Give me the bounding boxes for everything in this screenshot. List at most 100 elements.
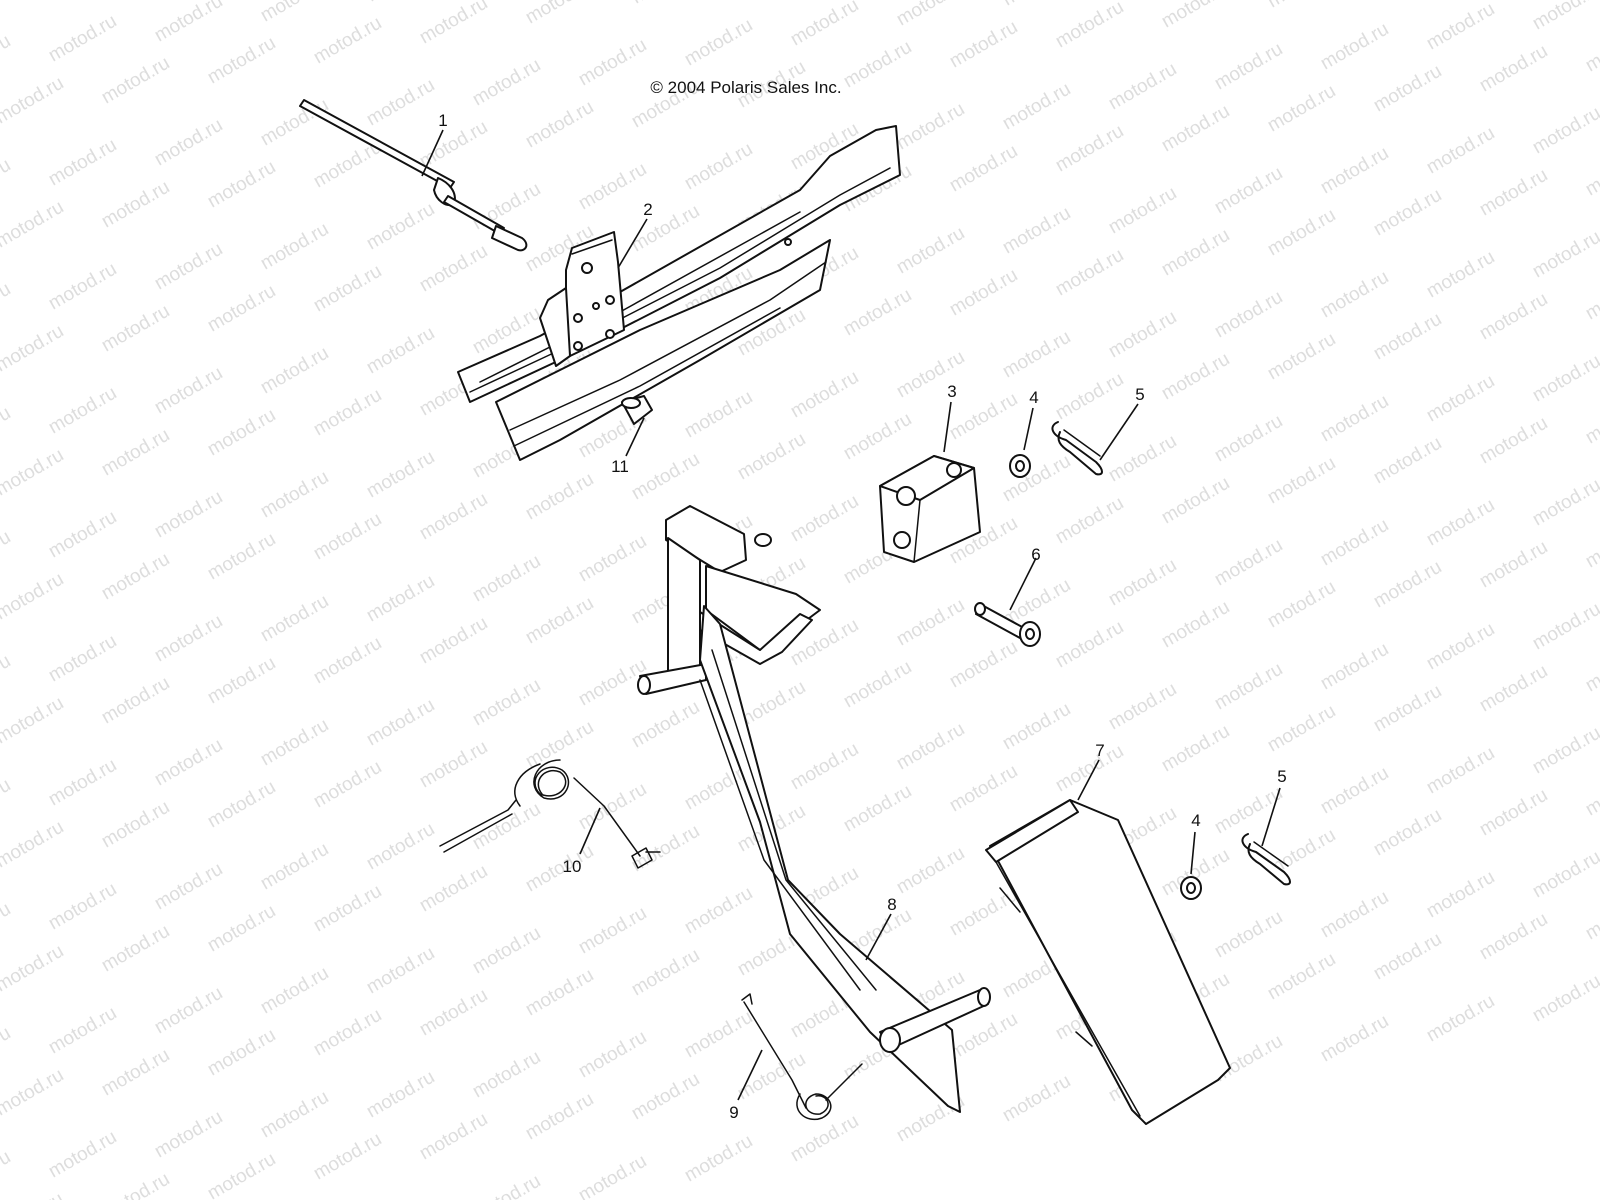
- watermark-text: motod.ru: [1370, 557, 1445, 613]
- watermark-text: motod.ru: [469, 799, 544, 855]
- watermark-text: motod.ru: [946, 637, 1021, 693]
- watermark-text: motod.ru: [1264, 329, 1339, 385]
- watermark-text: motod.ru: [999, 79, 1074, 135]
- watermark-text: motod.ru: [1105, 183, 1180, 239]
- watermark-text: motod.ru: [1423, 743, 1498, 799]
- watermark-text: motod.ru: [575, 35, 650, 91]
- watermark-text: motod.ru: [151, 363, 226, 419]
- watermark-text: motod.ru: [0, 1147, 14, 1200]
- watermark-text: motod.ru: [1105, 59, 1180, 115]
- callout-numbers: 1 2 3 4 5 6 7 4 5 8 9 10 11: [438, 111, 1286, 1122]
- watermark-text: motod.ru: [0, 693, 67, 749]
- watermark-text: motod.ru: [787, 739, 862, 795]
- watermark-text: motod.ru: [45, 259, 120, 315]
- watermark-text: motod.ru: [1529, 847, 1600, 903]
- watermark-text: motod.ru: [1476, 413, 1551, 469]
- watermark-text: motod.ru: [257, 467, 332, 523]
- watermark-text: motod.ru: [416, 985, 491, 1041]
- watermark-text: motod.ru: [1476, 785, 1551, 841]
- watermark-text: motod.ru: [151, 239, 226, 295]
- watermark-text: motod.ru: [893, 347, 968, 403]
- part-7-pedal-pad[interactable]: [985, 799, 1231, 1125]
- part-9-spring[interactable]: [741, 993, 863, 1121]
- watermark-text: motod.ru: [1264, 453, 1339, 509]
- part-11-nut[interactable]: [621, 395, 653, 425]
- watermark-text: motod.ru: [681, 1131, 756, 1187]
- watermark-text: motod.ru: [681, 139, 756, 195]
- watermark-text: motod.ru: [0, 0, 67, 4]
- leader-lines: [421, 129, 1281, 1101]
- callout-3: 3: [947, 382, 956, 401]
- watermark-text: motod.ru: [0, 1023, 14, 1079]
- watermark-text: motod.ru: [0, 1189, 67, 1200]
- part-3-block[interactable]: [879, 455, 981, 563]
- watermark-text: motod.ru: [1529, 971, 1600, 1027]
- part-1-cable[interactable]: [299, 99, 528, 252]
- watermark-text: motod.ru: [1317, 515, 1392, 571]
- watermark-text: motod.ru: [0, 321, 67, 377]
- watermark-text: motod.ru: [45, 1127, 120, 1183]
- watermark-text: motod.ru: [469, 551, 544, 607]
- watermark-text: motod.ru: [893, 719, 968, 775]
- watermark-text: motod.ru: [522, 717, 597, 773]
- watermark-text: motod.ru: [840, 657, 915, 713]
- watermark-text: motod.ru: [1476, 909, 1551, 965]
- watermark-text: motod.ru: [151, 0, 226, 46]
- watermark-text: motod.ru: [98, 673, 173, 729]
- watermark-text: motod.ru: [257, 219, 332, 275]
- part-6-bolt[interactable]: [974, 602, 1041, 647]
- watermark-text: motod.ru: [522, 469, 597, 525]
- part-2-frame-bracket[interactable]: [457, 125, 901, 461]
- part-4-washer-lower[interactable]: [1180, 876, 1202, 900]
- watermark-text: motod.ru: [98, 301, 173, 357]
- watermark-text: motod.ru: [45, 11, 120, 67]
- watermark-text: motod.ru: [416, 861, 491, 917]
- watermark-text: motod.ru: [522, 593, 597, 649]
- watermark-text: motod.ru: [204, 529, 279, 585]
- watermark-text: motod.ru: [0, 899, 14, 955]
- watermark-text: motod.ru: [1529, 475, 1600, 531]
- watermark-text: motod.ru: [0, 197, 67, 253]
- watermark-text: motod.ru: [1370, 185, 1445, 241]
- watermark-text: motod.ru: [257, 1087, 332, 1143]
- watermark-text: motod.ru: [98, 425, 173, 481]
- watermark-text: motod.ru: [363, 75, 438, 131]
- watermark-text: motod.ru: [257, 343, 332, 399]
- part-5-clip-lower[interactable]: [1241, 833, 1291, 886]
- watermark-text: motod.ru: [1264, 949, 1339, 1005]
- watermark-text: motod.ru: [151, 611, 226, 667]
- watermark-text: motod.ru: [416, 737, 491, 793]
- watermark-text: motod.ru: [1423, 867, 1498, 923]
- watermark-text: motod.ru: [0, 31, 14, 87]
- watermark-text: motod.ru: [45, 383, 120, 439]
- watermark-text: motod.ru: [257, 591, 332, 647]
- part-10-spring[interactable]: [439, 759, 661, 869]
- watermark-text: motod.ru: [1105, 555, 1180, 611]
- watermark-text: motod.ru: [1211, 535, 1286, 591]
- watermark-text: motod.ru: [204, 157, 279, 213]
- watermark-text: motod.ru: [204, 777, 279, 833]
- watermark-text: motod.ru: [1317, 1011, 1392, 1067]
- callout-5-lower: 5: [1277, 767, 1286, 786]
- watermark-text: motod.ru: [1211, 907, 1286, 963]
- callout-4-lower: 4: [1191, 811, 1200, 830]
- callout-9: 9: [729, 1103, 738, 1122]
- watermark-text: motod.ru: [204, 901, 279, 957]
- watermark-text: motod.ru: [363, 819, 438, 875]
- watermark-text: motod.ru: [310, 261, 385, 317]
- watermark-text: motod.ru: [1529, 103, 1600, 159]
- watermark-text: motod.ru: [151, 859, 226, 915]
- watermark-text: motod.ru: [681, 1007, 756, 1063]
- watermark-text: motod.ru: [1052, 493, 1127, 549]
- watermark-text: motod.ru: [999, 203, 1074, 259]
- watermark-text: motod.ru: [1211, 287, 1286, 343]
- part-4-washer-upper[interactable]: [1009, 454, 1031, 478]
- watermark-text: motod.ru: [1158, 597, 1233, 653]
- watermark-text: motod.ru: [363, 1067, 438, 1123]
- watermark-text: motod.ru: [1317, 763, 1392, 819]
- watermark-text: motod.ru: [310, 385, 385, 441]
- copyright-text: © 2004 Polaris Sales Inc.: [650, 78, 841, 97]
- watermark-text: motod.ru: [257, 95, 332, 151]
- part-5-clip-upper[interactable]: [1051, 421, 1103, 476]
- part-8-pedal-arm[interactable]: [637, 505, 991, 1113]
